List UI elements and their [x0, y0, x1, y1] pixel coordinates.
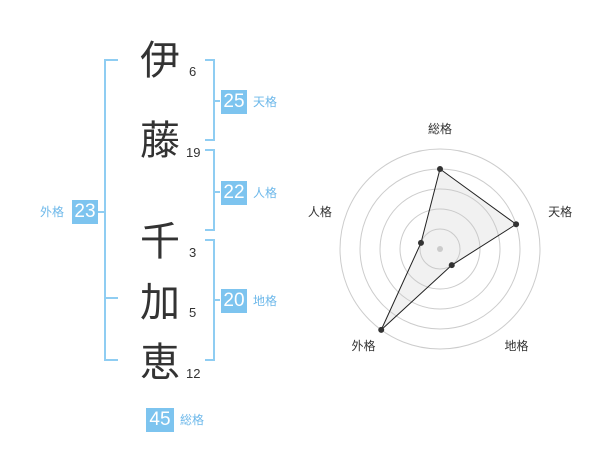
radar-point-0	[437, 166, 443, 172]
gaikaku-bracket	[104, 59, 118, 361]
soukaku-value-badge: 45	[146, 408, 174, 432]
radar-point-2	[448, 262, 455, 269]
name-char-4: 加	[140, 280, 180, 326]
name-char-3: 千	[140, 219, 180, 265]
radar-axis-label-0: 総格	[428, 121, 452, 136]
radar-axis-label-2: 地格	[505, 338, 529, 353]
radar-series-polygon	[380, 168, 517, 331]
radar-axis-label-4: 人格	[308, 204, 332, 219]
stroke-count-2: 19	[186, 145, 201, 160]
stroke-count-1: 6	[189, 64, 197, 79]
radar-ring	[399, 208, 481, 290]
radar-ring	[339, 148, 541, 350]
radar-point-3	[378, 326, 385, 333]
soukaku-label: 総格	[180, 413, 205, 427]
radar-axis-label-3: 外格	[351, 338, 375, 353]
radar-point-1	[513, 221, 520, 228]
name-char-1: 伊	[140, 38, 180, 84]
chikaku-label: 地格	[253, 294, 278, 308]
gaikaku-label: 外格	[40, 205, 65, 219]
stroke-count-4: 5	[189, 305, 197, 320]
name-char-2: 藤	[140, 118, 180, 164]
radar-axis-label-1: 天格	[548, 204, 572, 219]
jinkaku-label: 人格	[253, 186, 278, 200]
gaikaku-value-badge: 23	[72, 200, 98, 224]
jinkaku-value-badge: 22	[221, 181, 247, 205]
jinkaku-bracket	[205, 149, 215, 231]
stroke-count-3: 3	[189, 245, 197, 260]
stroke-count-5: 12	[186, 366, 201, 381]
tenkaku-value-badge: 25	[221, 90, 247, 114]
radar-center	[437, 246, 443, 252]
tenkaku-label: 天格	[253, 95, 278, 109]
radar-ring	[379, 188, 501, 310]
radar-ring	[419, 228, 461, 270]
name-char-5: 恵	[140, 340, 180, 386]
chikaku-value-badge: 20	[221, 289, 247, 313]
radar-point-4	[417, 239, 424, 246]
